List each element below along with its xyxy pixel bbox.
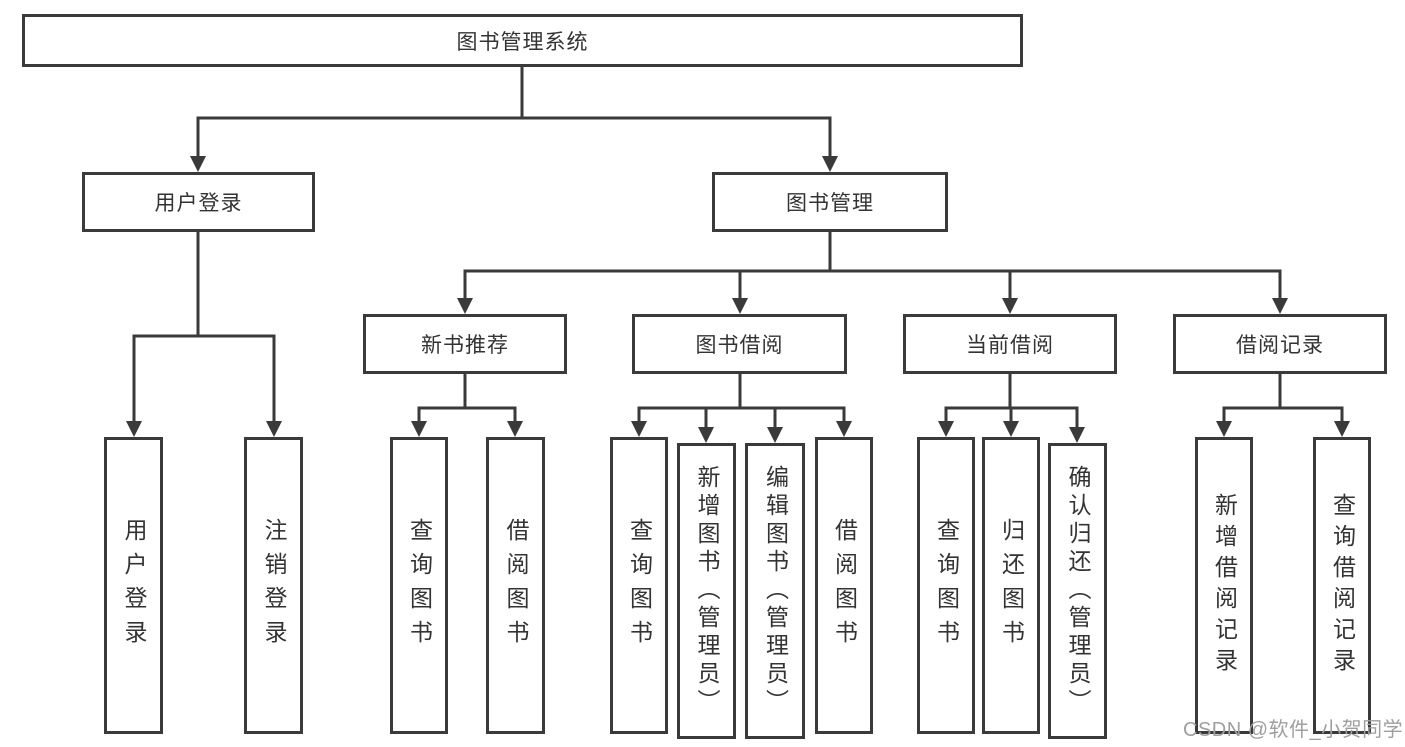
node-label: 确认归还（管理员） — [1065, 465, 1091, 717]
node-library-management-system: 图书管理系统 — [22, 14, 1023, 67]
node-current-borrowing: 当前借阅 — [903, 314, 1117, 374]
node-label: 归还图书 — [998, 517, 1025, 654]
node-label: 借阅图书 — [503, 517, 529, 654]
node-label: 查询图书 — [406, 517, 433, 654]
node-book-management: 图书管理 — [712, 172, 948, 232]
leaf-logout: 注销登录 — [244, 437, 303, 734]
node-label: 新书推荐 — [421, 334, 509, 357]
leaf-return-books: 归还图书 — [982, 437, 1040, 734]
leaf-borrow-books-recommend: 借阅图书 — [486, 437, 545, 734]
node-label: 图书管理 — [786, 192, 874, 215]
csdn-watermark: CSDN @软件_小贺同学 — [1183, 719, 1404, 741]
node-user-login: 用户登录 — [82, 172, 315, 232]
leaf-query-books-borrowing: 查询图书 — [610, 437, 668, 734]
leaf-query-books-current: 查询图书 — [917, 437, 975, 734]
node-label: 用户登录 — [154, 192, 243, 215]
leaf-add-books-admin: 新增图书（管理员） — [677, 443, 736, 739]
node-borrowing-records: 借阅记录 — [1173, 314, 1387, 374]
node-label: 借阅图书 — [831, 517, 858, 654]
node-label: 借阅记录 — [1236, 334, 1324, 357]
node-book-borrowing: 图书借阅 — [632, 314, 847, 374]
leaf-add-borrow-record: 新增借阅记录 — [1195, 437, 1253, 734]
node-label: 查询借阅记录 — [1329, 492, 1356, 679]
leaf-edit-books-admin: 编辑图书（管理员） — [745, 443, 805, 739]
leaf-query-books-recommend: 查询图书 — [390, 437, 448, 734]
node-new-book-recommendation: 新书推荐 — [363, 314, 567, 374]
leaf-borrow-books: 借阅图书 — [815, 437, 873, 734]
tree-branch-lines — [132, 65, 1344, 431]
leaf-confirm-return-admin: 确认归还（管理员） — [1048, 443, 1107, 739]
leaf-query-borrow-record: 查询借阅记录 — [1313, 437, 1371, 734]
node-label: 注销登录 — [261, 517, 287, 654]
node-label: 用户登录 — [121, 517, 147, 654]
leaf-user-login: 用户登录 — [104, 437, 163, 734]
node-label: 查询图书 — [626, 517, 653, 654]
node-label: 图书借阅 — [695, 334, 784, 357]
node-label: 新增借阅记录 — [1211, 492, 1238, 679]
node-label: 查询图书 — [933, 517, 960, 654]
node-label: 当前借阅 — [966, 334, 1054, 357]
node-label: 图书管理系统 — [456, 30, 589, 54]
node-label: 编辑图书（管理员） — [762, 465, 789, 717]
node-label: 新增图书（管理员） — [694, 465, 720, 717]
arrowheads — [126, 156, 1350, 443]
